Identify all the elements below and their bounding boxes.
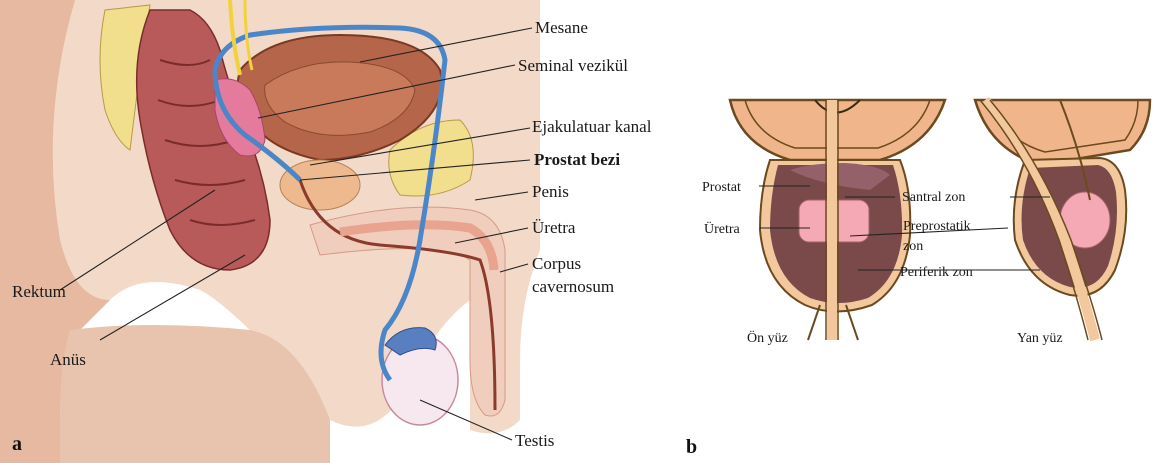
- label-santral-zon: Santral zon: [902, 190, 965, 205]
- label-periferik-zon: Periferik zon: [900, 265, 973, 280]
- label-seminal-vezikul: Seminal vezikül: [518, 56, 628, 75]
- panel-b-side-view: [975, 100, 1150, 340]
- panel-letter-b: b: [686, 436, 697, 458]
- panel-letter-a: a: [12, 433, 22, 455]
- label-rektum: Rektum: [12, 282, 66, 301]
- label-on-yuz: Ön yüz: [747, 329, 788, 346]
- prostate-gland: [280, 160, 360, 210]
- panel-a-illustration: [0, 0, 540, 463]
- label-testis: Testis: [515, 431, 554, 450]
- label-prostat: Prostat: [702, 180, 741, 195]
- label-anus: Anüs: [50, 350, 86, 369]
- label-cavernosum: cavernosum: [532, 277, 614, 296]
- label-uretra-b: Üretra: [704, 220, 741, 237]
- label-corpus: Corpus: [532, 254, 581, 273]
- label-ejakulatuar-kanal: Ejakulatuar kanal: [532, 117, 652, 136]
- label-yan-yuz: Yan yüz: [1017, 331, 1063, 346]
- label-penis: Penis: [532, 182, 569, 201]
- label-uretra-a: Üretra: [532, 218, 576, 237]
- label-preprostatik-zon: zon: [903, 239, 923, 254]
- label-prostat-bezi: Prostat bezi: [534, 150, 620, 169]
- side-bladder: [975, 100, 1150, 165]
- label-preprostatik: Preprostatik: [903, 219, 971, 234]
- label-mesane: Mesane: [535, 18, 588, 37]
